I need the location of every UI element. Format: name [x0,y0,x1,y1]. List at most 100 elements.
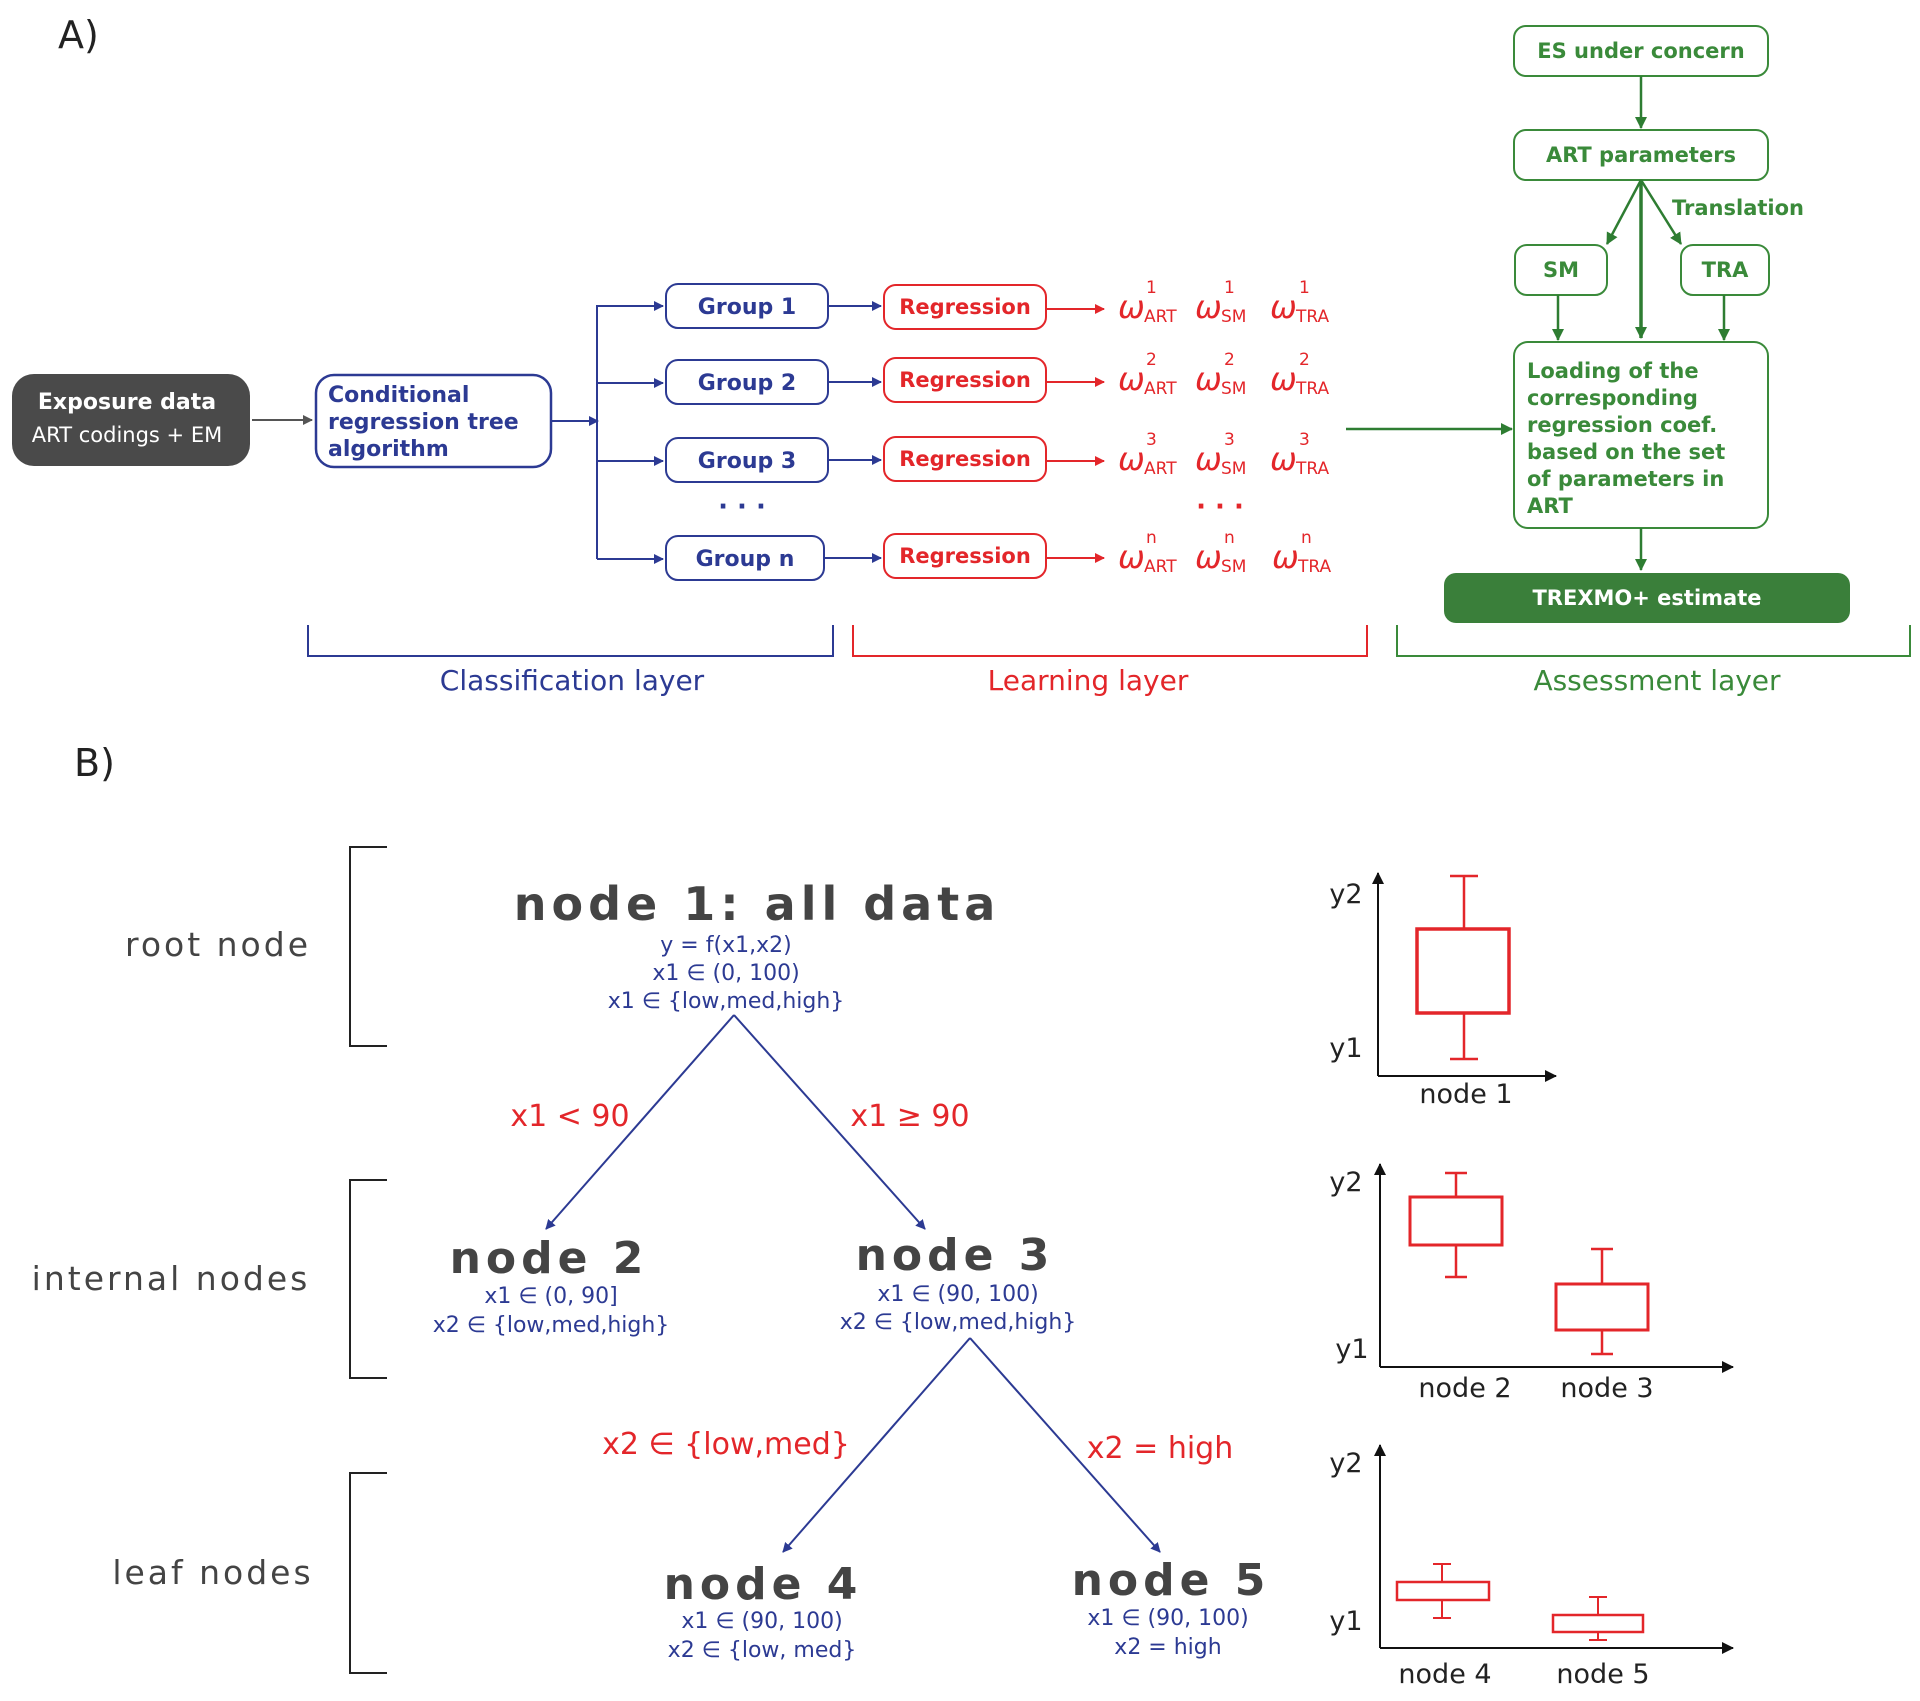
boxplot-2-label-node-2: node 2 [1418,1373,1511,1404]
panel-a-label: A) [58,13,99,57]
group-n-label: Group n [696,547,795,572]
boxplot-3-label-node-5: node 5 [1556,1659,1649,1690]
node-1-line-2: x1 ∈ (0, 100) [652,961,799,986]
boxplot-node-1: y2 y1 node 1 [1329,872,1557,1110]
node-5-line-1: x1 ∈ (90, 100) [1087,1606,1248,1631]
tra-label: TRA [1702,258,1749,282]
coef-superscript: n [1146,528,1157,548]
trexmo-estimate-label: TREXMO+ estimate [1532,586,1761,610]
node-1-title: node 1: all data [514,877,1001,931]
boxplot-nodes-2-3: y2 y1 node 2 node 3 [1329,1163,1734,1404]
sm-box [1514,244,1608,296]
node-4-line-2: x2 ∈ {low, med} [668,1638,857,1663]
algorithm-line-3: algorithm [328,437,449,462]
boxplot-1-y-top: y2 [1329,879,1362,910]
loading-line-6: ART [1527,494,1573,518]
node-2-line-1: x1 ∈ (0, 90] [484,1284,617,1309]
sm-label: SM [1543,258,1579,282]
coef-omega: ω [1195,288,1222,326]
coef-subscript: SM [1221,557,1246,577]
coef-superscript: 3 [1146,430,1157,450]
loading-line-3: regression coef. [1527,413,1717,437]
node-3-title: node 3 [856,1230,1055,1281]
regression-3-label: Regression [899,447,1031,471]
coef-omega: ω [1272,538,1299,576]
loading-line-1: Loading of the [1527,359,1699,383]
coef-omega: ω [1270,360,1297,398]
coef-omega: ω [1195,440,1222,478]
assessment-bracket [1396,625,1911,657]
boxplot-3-y-top: y2 [1329,1448,1362,1479]
coef-row-2: ω ART 2 ω SM 2 ω TRA 2 [1118,350,1330,399]
node-3-line-1: x1 ∈ (90, 100) [877,1282,1038,1307]
node-4-line-1: x1 ∈ (90, 100) [681,1609,842,1634]
coef-omega: ω [1270,288,1297,326]
regression-n-label: Regression [899,544,1031,568]
boxplot-2-y-top: y2 [1329,1167,1362,1198]
art-to-sm-arrow [1605,179,1643,245]
coef-superscript: 2 [1299,350,1310,370]
group-2-label: Group 2 [698,371,796,396]
internal-nodes-level-label: internal nodes [32,1259,311,1298]
split-1-left-edge [545,1014,735,1230]
node-2-title: node 2 [450,1233,649,1284]
coef-superscript: 1 [1224,278,1235,298]
root-node-level-label: root node [125,925,311,964]
node-1-line-3: x1 ∈ {low,med,high} [608,989,845,1014]
node-5-line-2: x2 = high [1114,1635,1221,1660]
coef-subscript: ART [1144,459,1177,479]
coef-subscript: TRA [1297,557,1332,577]
boxplot-2-y-bottom: y1 [1335,1334,1368,1365]
coef-row-3: ω ART 3 ω SM 3 ω TRA 3 [1118,430,1330,479]
split-2-left-edge [782,1337,971,1553]
regression-2-box [883,357,1047,403]
boxplot-2-label-node-3: node 3 [1560,1373,1653,1404]
coef-superscript: 2 [1146,350,1157,370]
root-bracket [349,846,387,1047]
coef-superscript: 3 [1299,430,1310,450]
coef-superscript: 1 [1299,278,1310,298]
coef-row-n: ω ART n ω SM n ω TRA n [1118,528,1332,577]
learning-layer-label: Learning layer [988,664,1189,697]
coef-omega: ω [1195,538,1222,576]
panel-b-label: B) [74,741,115,785]
assessment-layer-label: Assessment layer [1533,664,1781,697]
exposure-data-title: Exposure data [38,390,216,415]
node-3-line-2: x2 ∈ {low,med,high} [840,1310,1077,1335]
trexmo-estimate-box [1444,573,1850,623]
coef-omega: ω [1270,440,1297,478]
translation-label: Translation [1672,196,1804,220]
leaf-bracket [349,1472,387,1674]
boxplot-1-box [1415,927,1511,1015]
split-2-left-label: x2 ∈ {low,med} [602,1427,850,1462]
split-1-left-label: x1 < 90 [510,1099,629,1134]
es-under-concern-label: ES under concern [1537,39,1744,63]
boxplot-node-3-box [1554,1282,1650,1332]
leaf-nodes-level-label: leaf nodes [112,1553,313,1592]
loading-line-4: based on the set [1527,440,1725,464]
boxplot-node-4-box [1395,1580,1491,1602]
art-to-tra-arrow [1639,179,1683,245]
regression-1-label: Regression [899,295,1031,319]
group-ellipsis: · · · [718,492,766,522]
learning-bracket [852,625,1368,657]
split-2-right-edge [969,1337,1161,1553]
node-4-title: node 4 [664,1559,863,1610]
coef-subscript: SM [1221,307,1246,327]
boxplot-1-y-bottom: y1 [1329,1033,1362,1064]
boxplot-nodes-4-5: y2 y1 node 4 node 5 [1329,1444,1734,1690]
art-parameters-label: ART parameters [1546,143,1736,167]
coef-row-1: ω ART 1 ω SM 1 ω TRA 1 [1118,278,1330,327]
classification-layer-label: Classification layer [440,664,705,697]
algorithm-line-2: regression tree [328,410,519,435]
coef-omega: ω [1118,538,1145,576]
regression-2-label: Regression [899,368,1031,392]
coef-omega: ω [1118,288,1145,326]
loading-line-5: of parameters in [1527,467,1724,491]
node-1-line-1: y = f(x1,x2) [660,933,791,958]
coef-subscript: SM [1221,459,1246,479]
node-5-title: node 5 [1072,1555,1271,1606]
split-1-right-edge [733,1014,926,1230]
coef-subscript: TRA [1295,379,1330,399]
coef-subscript: TRA [1295,459,1330,479]
